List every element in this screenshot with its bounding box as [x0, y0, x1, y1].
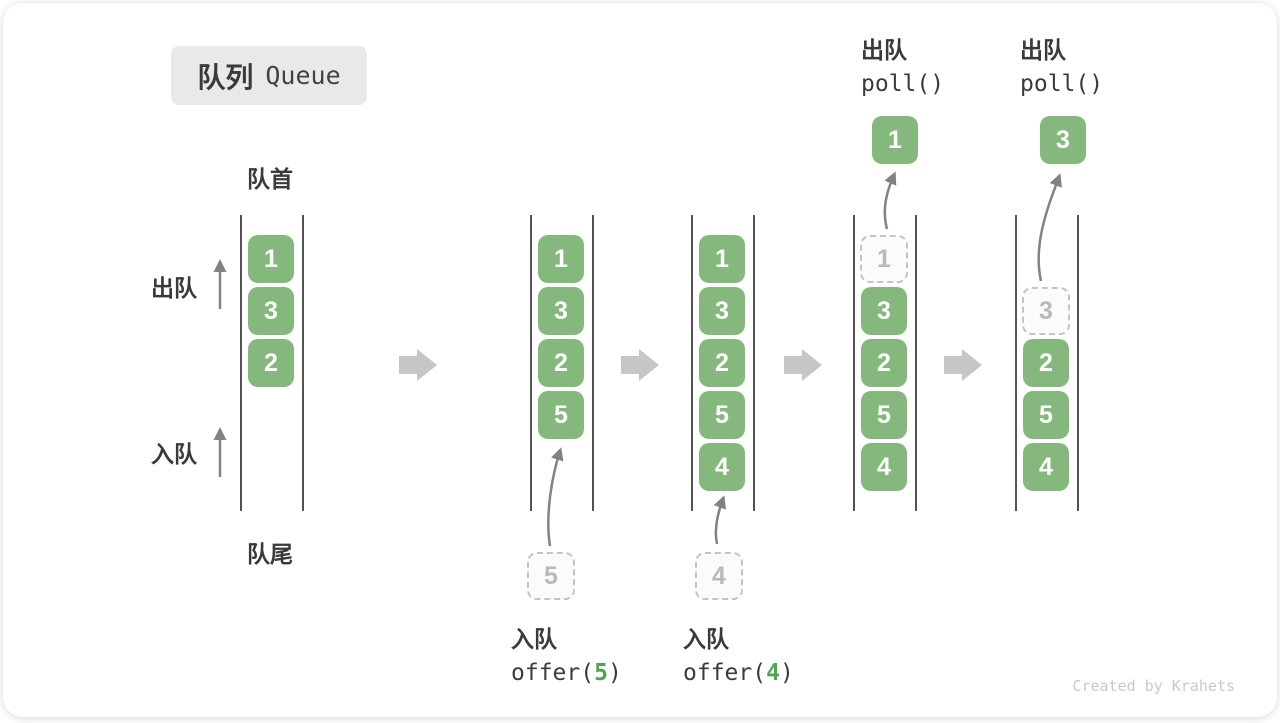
- staged-cell: 5: [527, 552, 575, 600]
- poll-label-zh: 出队: [861, 37, 907, 63]
- queue-wall-right: [592, 215, 594, 511]
- offer-code: offer(5): [511, 660, 622, 686]
- title-en: Queue: [265, 61, 341, 90]
- diagram-card: 队列 Queue 队首 队尾 出队 入队 1 3 2 1 3 2 5 5 1 3…: [3, 3, 1277, 717]
- transition-arrow-2: [621, 349, 659, 381]
- poll1-arrow: [883, 171, 897, 230]
- offer-code-open: offer(: [683, 660, 767, 686]
- transition-arrow-1: [399, 349, 437, 381]
- poll-annotation-2: 出队 poll(): [1020, 31, 1103, 97]
- title-box: 队列 Queue: [171, 46, 367, 105]
- poll-label-zh: 出队: [1020, 37, 1066, 63]
- arrows-overlay: [213, 171, 1062, 547]
- offer-annotation-2: 入队 offer(4): [683, 620, 794, 686]
- poll-code: poll(): [1020, 71, 1104, 97]
- queue-cell: 4: [699, 443, 745, 491]
- offer-code-open: offer(: [511, 660, 595, 686]
- offer-code-close: ): [607, 660, 622, 686]
- queue-wall-left: [853, 215, 855, 511]
- offer-label-zh: 入队: [511, 626, 557, 652]
- poll-annotation-1: 出队 poll(): [861, 31, 944, 97]
- queue-wall-left: [691, 215, 693, 511]
- poll3-arrow: [1037, 173, 1062, 282]
- queue-cell: 5: [538, 391, 584, 439]
- poll-code: poll(): [861, 71, 945, 97]
- queue-cell: 1: [699, 235, 745, 283]
- queue-wall-right: [753, 215, 755, 511]
- queue-cell: 5: [699, 391, 745, 439]
- queue-cell: 3: [538, 287, 584, 335]
- polled-cell: 3: [1040, 116, 1086, 164]
- transition-arrow-4: [944, 349, 982, 381]
- queue-wall-left: [1015, 215, 1017, 511]
- transition-arrow-3: [784, 349, 822, 381]
- offer-annotation-1: 入队 offer(5): [511, 620, 622, 686]
- queue-wall-right: [1077, 215, 1079, 511]
- queue-wall-right: [915, 215, 917, 511]
- queue-cell: 2: [1023, 339, 1069, 387]
- title-zh: 队列: [197, 61, 254, 93]
- queue-wall-left: [240, 215, 242, 511]
- queue-cell: 5: [861, 391, 907, 439]
- removed-cell: 3: [1022, 287, 1070, 335]
- queue-cell: 4: [1023, 443, 1069, 491]
- offer-label-zh: 入队: [683, 626, 729, 652]
- polled-cell: 1: [872, 116, 918, 164]
- queue-cell: 4: [861, 443, 907, 491]
- staged-cell: 4: [695, 552, 743, 600]
- queue-front-label: 队首: [247, 166, 293, 192]
- dequeue-label: 出队: [151, 275, 197, 301]
- offer5-arrow: [547, 447, 564, 547]
- offer4-arrow: [713, 495, 726, 545]
- removed-cell: 1: [860, 235, 908, 283]
- queue-cell: 3: [699, 287, 745, 335]
- offer-code-arg: 4: [766, 660, 780, 686]
- offer-code-close: ): [779, 660, 794, 686]
- queue-cell: 3: [861, 287, 907, 335]
- queue-cell: 2: [699, 339, 745, 387]
- queue-cell: 2: [861, 339, 907, 387]
- queue-cell: 5: [1023, 391, 1069, 439]
- queue-wall-right: [302, 215, 304, 511]
- queue-cell: 1: [248, 235, 294, 283]
- offer-code: offer(4): [683, 660, 794, 686]
- queue-cell: 3: [248, 287, 294, 335]
- queue-cell: 1: [538, 235, 584, 283]
- watermark: Created by Krahets: [1072, 677, 1235, 695]
- queue-cell: 2: [538, 339, 584, 387]
- enqueue-label: 入队: [151, 441, 197, 467]
- queue-rear-label: 队尾: [247, 541, 293, 567]
- queue-cell: 2: [248, 339, 294, 387]
- offer-code-arg: 5: [594, 660, 608, 686]
- queue-wall-left: [530, 215, 532, 511]
